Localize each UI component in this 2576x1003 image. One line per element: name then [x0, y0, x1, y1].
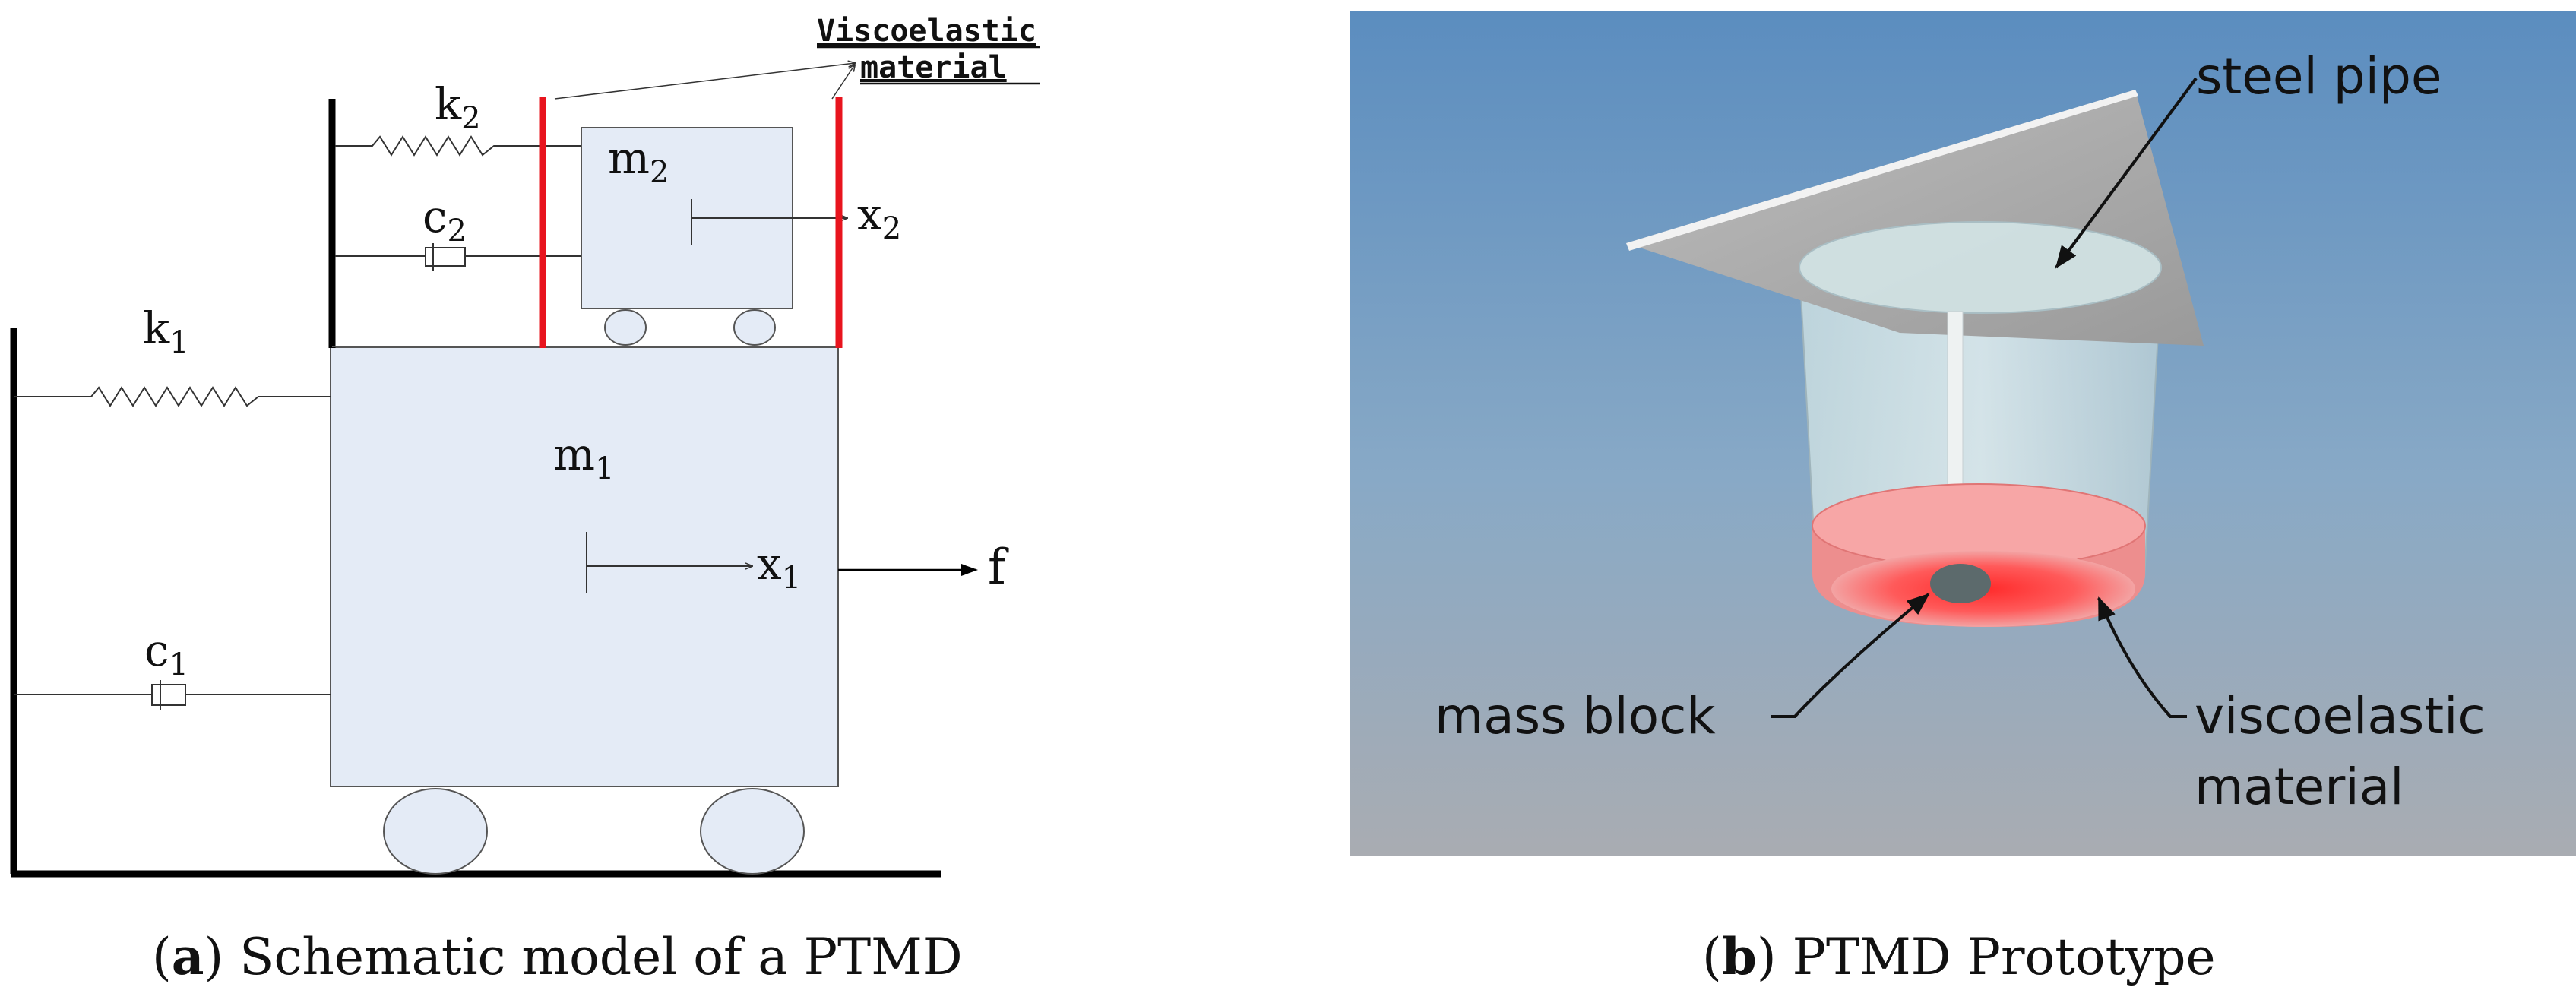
viscoelastic-pointer-right — [831, 65, 855, 100]
m1-wheel-right — [700, 788, 805, 875]
label-viscoelastic-b1: viscoelastic — [2195, 687, 2486, 745]
label-viscoelastic-material-a1: Viscoelastic — [817, 14, 1036, 49]
damper-c2 — [335, 243, 581, 271]
leader-viscoelastic — [2097, 596, 2187, 718]
m2-wheel-right — [733, 309, 776, 346]
label-c2: c2 — [422, 191, 467, 248]
label-viscoelastic-material-a2: material — [860, 50, 1007, 85]
leader-steel-pipe — [2055, 77, 2198, 269]
label-x2: x2 — [857, 188, 901, 246]
m2-wheel-left — [604, 309, 647, 346]
label-f: f — [988, 539, 1009, 596]
x2-displacement-arrow — [691, 199, 847, 245]
label-c1: c1 — [144, 625, 188, 682]
viscoelastic-pointer-left — [554, 63, 855, 100]
spring-k1 — [14, 386, 331, 407]
x1-displacement-arrow — [586, 532, 752, 593]
caption-b: (b) PTMD Prototype — [1702, 927, 2216, 986]
damper-c1 — [14, 680, 331, 710]
panel-a-schematic: k1 c1 k2 c2 m1 m2 x1 x2 f Viscoelastic m… — [10, 14, 1040, 986]
label-m1: m1 — [553, 429, 614, 486]
label-steel-pipe: steel pipe — [2196, 47, 2442, 106]
label-x1: x1 — [757, 538, 801, 596]
label-m2: m2 — [608, 132, 669, 190]
steel-pipe-top — [1799, 221, 2162, 314]
spring-k2 — [335, 135, 581, 157]
label-viscoelastic-b2: material — [2195, 758, 2404, 816]
mass-block-shape — [1930, 564, 1991, 603]
leader-mass-block — [1771, 593, 1930, 718]
panel-b-prototype: steel pipe mass block viscoelastic mater… — [1350, 11, 2576, 986]
label-k1: k1 — [143, 302, 189, 360]
label-mass-block: mass block — [1435, 687, 1716, 745]
m1-wheel-left — [383, 788, 488, 875]
steel-plate-edge — [1626, 90, 2138, 251]
mass-m1-block — [330, 346, 839, 787]
caption-a: (a) Schematic model of a PTMD — [152, 927, 963, 986]
label-k2: k2 — [435, 78, 481, 136]
